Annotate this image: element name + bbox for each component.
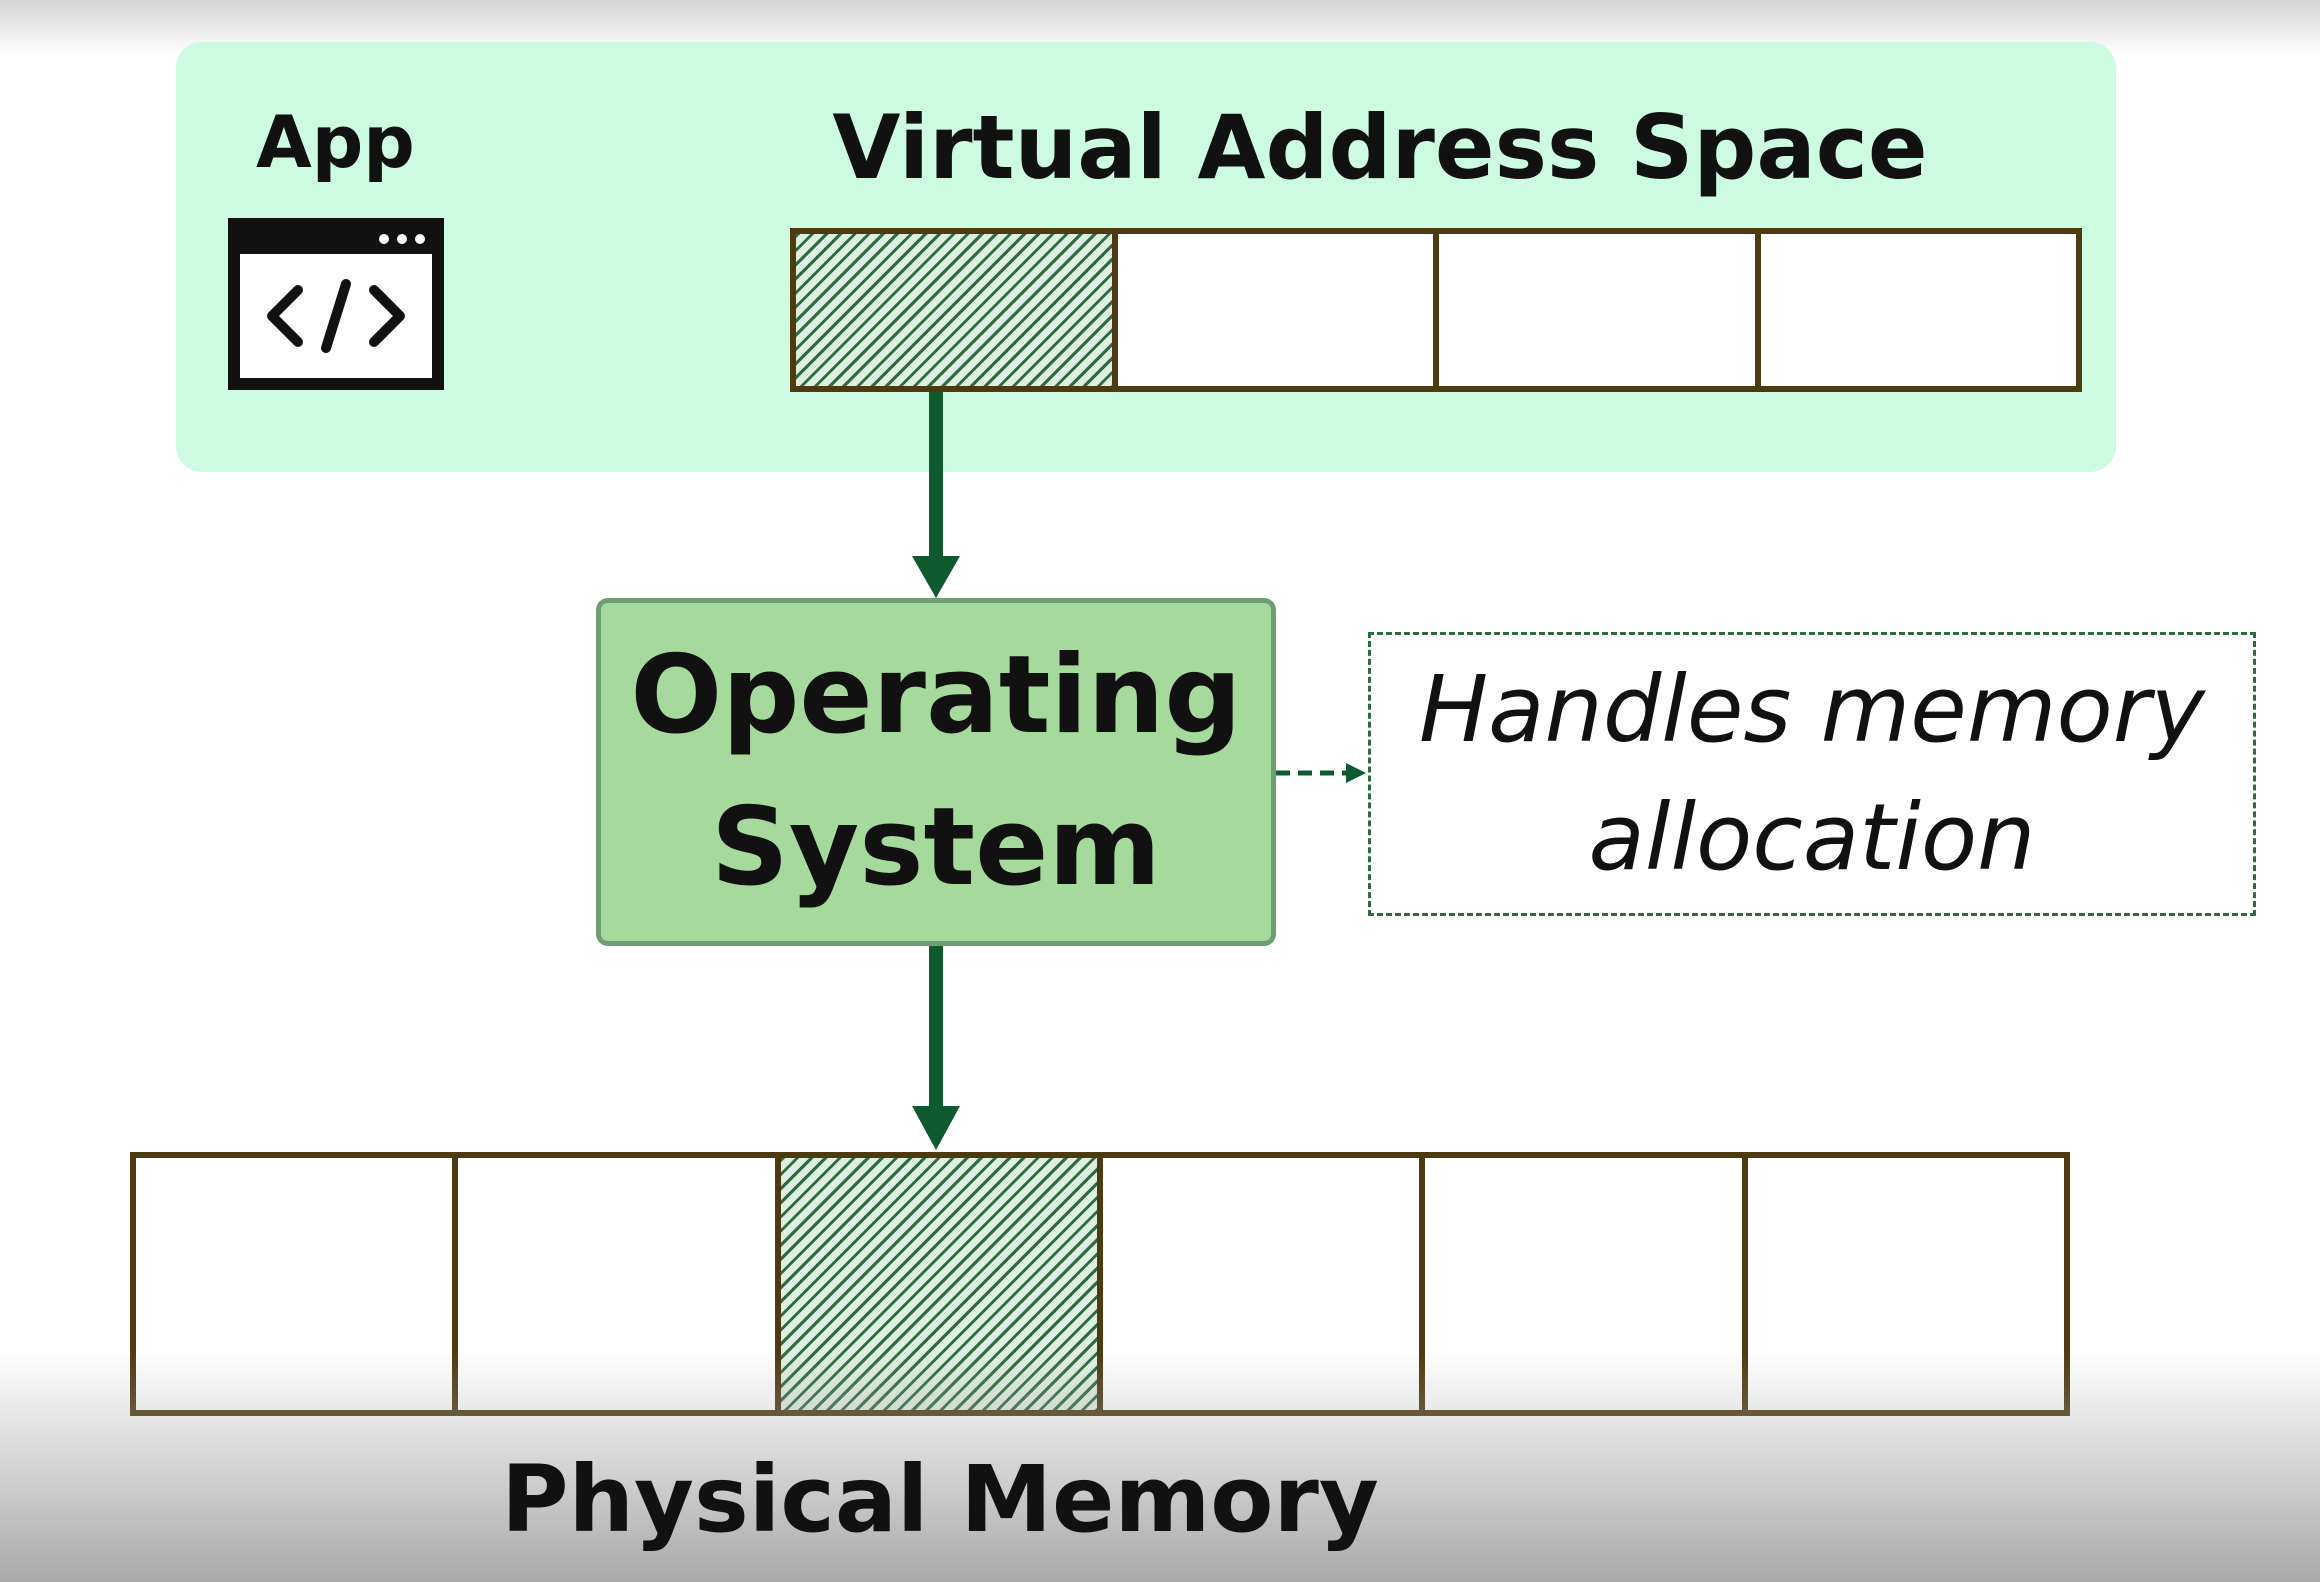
virtual-address-space-title: Virtual Address Space [832, 96, 1928, 199]
virtual-page-cell [1439, 234, 1761, 386]
operating-system-box: Operating System [596, 598, 1276, 946]
virtual-page-cell-allocated [796, 234, 1118, 386]
memory-allocation-note: Handles memory allocation [1368, 632, 2256, 916]
physical-memory-title: Physical Memory [501, 1446, 1379, 1553]
virtual-address-space-row [790, 228, 2082, 392]
app-label: App [256, 100, 415, 184]
virtual-page-cell [1760, 234, 2076, 386]
virtual-page-cell [1117, 234, 1439, 386]
bottom-shadow [0, 1350, 2320, 1582]
os-label-line1: Operating [630, 633, 1242, 758]
arrow-to-physical-memory-head [912, 1106, 960, 1150]
arrow-to-os-head [912, 556, 960, 598]
code-window-icon [228, 218, 444, 390]
dashed-arrow-to-note-head [1346, 763, 1366, 783]
note-line1: Handles memory [1419, 656, 2205, 763]
note-line2: allocation [1588, 784, 2036, 891]
os-label-line2: System [711, 785, 1161, 910]
